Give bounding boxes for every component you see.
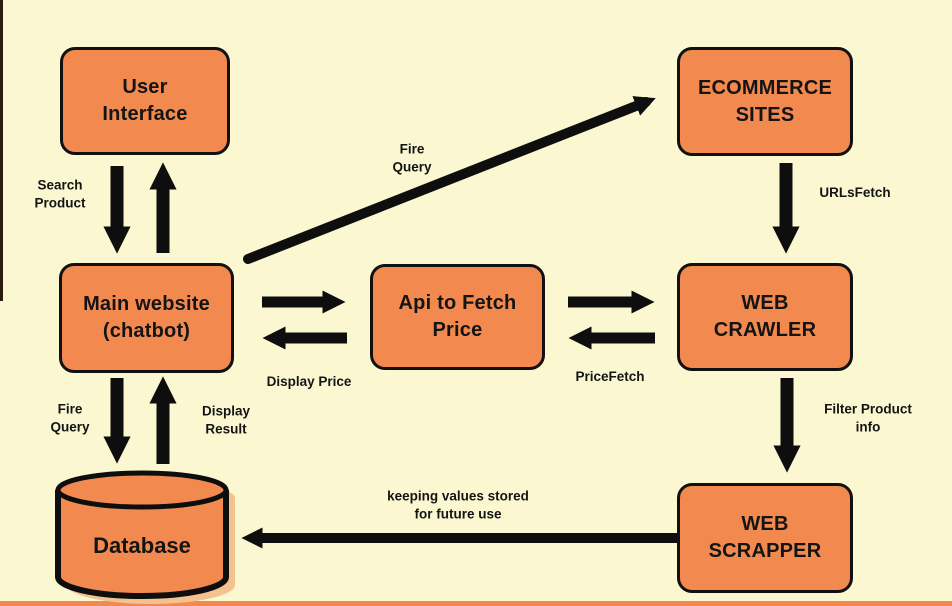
- edge-label-display-price: Display Price: [266, 374, 352, 390]
- edge-label-urlsfetch: URLsFetch: [819, 185, 891, 201]
- node-web-scrapper: WEB SCRAPPER: [677, 483, 853, 593]
- node-ecommerce-sites: ECOMMERCE SITES: [677, 47, 853, 156]
- database-cylinder: [55, 470, 229, 599]
- edge-label-filter-product-info: Filter Product info: [824, 401, 912, 434]
- edge-label-pricefetch: PriceFetch: [575, 369, 645, 385]
- edge-label-display-result: Display Result: [201, 403, 251, 436]
- node-main-website: Main website (chatbot): [59, 263, 234, 373]
- node-api-to-fetch-price: Api to Fetch Price: [370, 264, 545, 370]
- edge-label-fire-query-top: Fire Query: [392, 141, 432, 174]
- node-user-interface: User Interface: [60, 47, 230, 155]
- node-database-label: Database: [93, 533, 191, 558]
- node-web-crawler: WEB CRAWLER: [677, 263, 853, 371]
- edge-label-keeping-values: keeping values stored for future use: [387, 488, 529, 521]
- arrow-fire-query-diagonal: [243, 96, 656, 264]
- edge-label-fire-query-db: Fire Query: [50, 401, 90, 434]
- edge-label-search-product: Search Product: [34, 177, 86, 210]
- left-border-artifact: [0, 0, 3, 301]
- bottom-border-artifact: [0, 601, 952, 606]
